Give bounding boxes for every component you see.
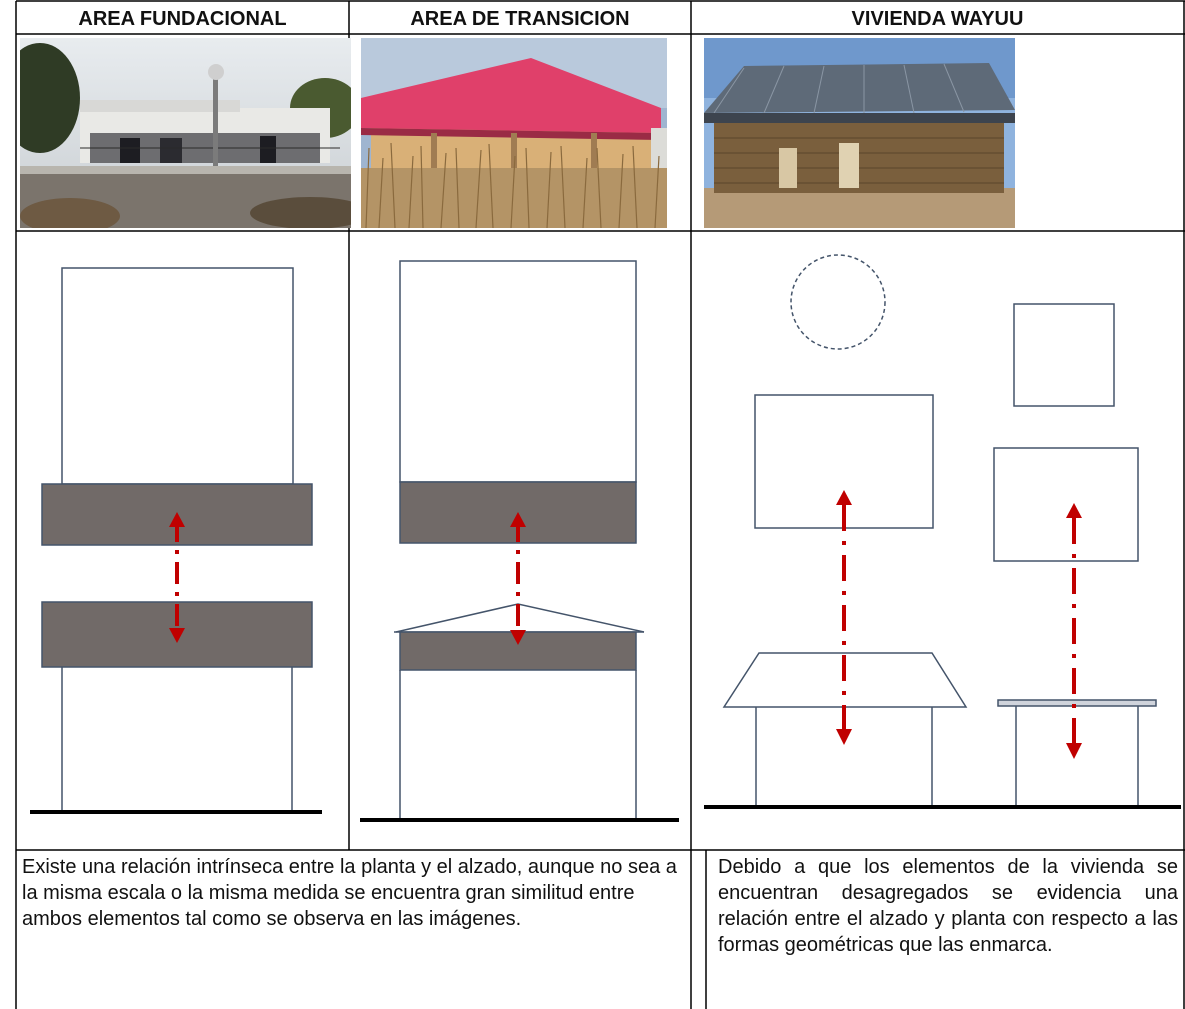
description-left: Existe una relación intrínseca entre la …: [22, 856, 677, 930]
header-vivienda-wayuu: VIVIENDA WAYUU: [851, 8, 1024, 30]
header-area-fundacional: AREA FUNDACIONAL: [78, 8, 287, 30]
description-right: Debido a que los elementos de la viviend…: [718, 856, 1178, 956]
photo-area-transicion: [361, 38, 667, 228]
header-area-transicion: AREA DE TRANSICION: [410, 8, 630, 30]
photo-vivienda-wayuu: [704, 38, 1015, 228]
photo-area-fundacional: [20, 38, 351, 228]
